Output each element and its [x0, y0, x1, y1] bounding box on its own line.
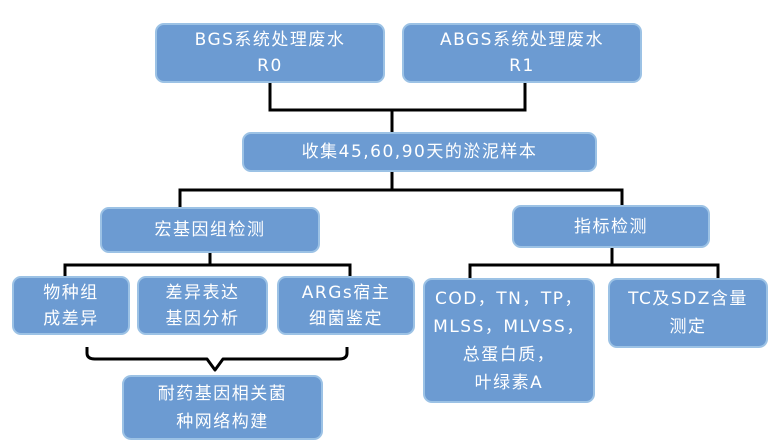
brace-children-to-network: [85, 347, 349, 372]
node-metagenome-detection: 宏基因组检测: [100, 207, 320, 253]
node-bgs-system-r0: BGS系统处理废水 R0: [155, 23, 385, 83]
node-tc-sdz-content: TC及SDZ含量 测定: [608, 278, 768, 348]
node-species-composition-difference: 物种组 成差异: [12, 276, 130, 335]
node-resistance-gene-network: 耐药基因相关菌 种网络构建: [122, 375, 323, 440]
node-collect-sludge-samples: 收集45,60,90天的淤泥样本: [242, 132, 597, 172]
connector-collect-to-branches: [178, 171, 624, 208]
node-args-host-bacteria: ARGs宿主 细菌鉴定: [277, 276, 415, 335]
node-indicator-detection: 指标检测: [512, 205, 710, 248]
node-abgs-system-r1: ABGS系统处理废水 R1: [402, 23, 642, 83]
node-differential-gene-expression: 差异表达 基因分析: [137, 276, 268, 335]
connector-bgs-abgs-to-collect: [268, 83, 527, 133]
connector-metagenome-to-children: [63, 252, 352, 277]
connector-indicator-to-children: [468, 247, 720, 279]
node-water-quality-indicators: COD，TN，TP， MLSS，MLVSS， 总蛋白质， 叶绿素A: [423, 278, 595, 403]
